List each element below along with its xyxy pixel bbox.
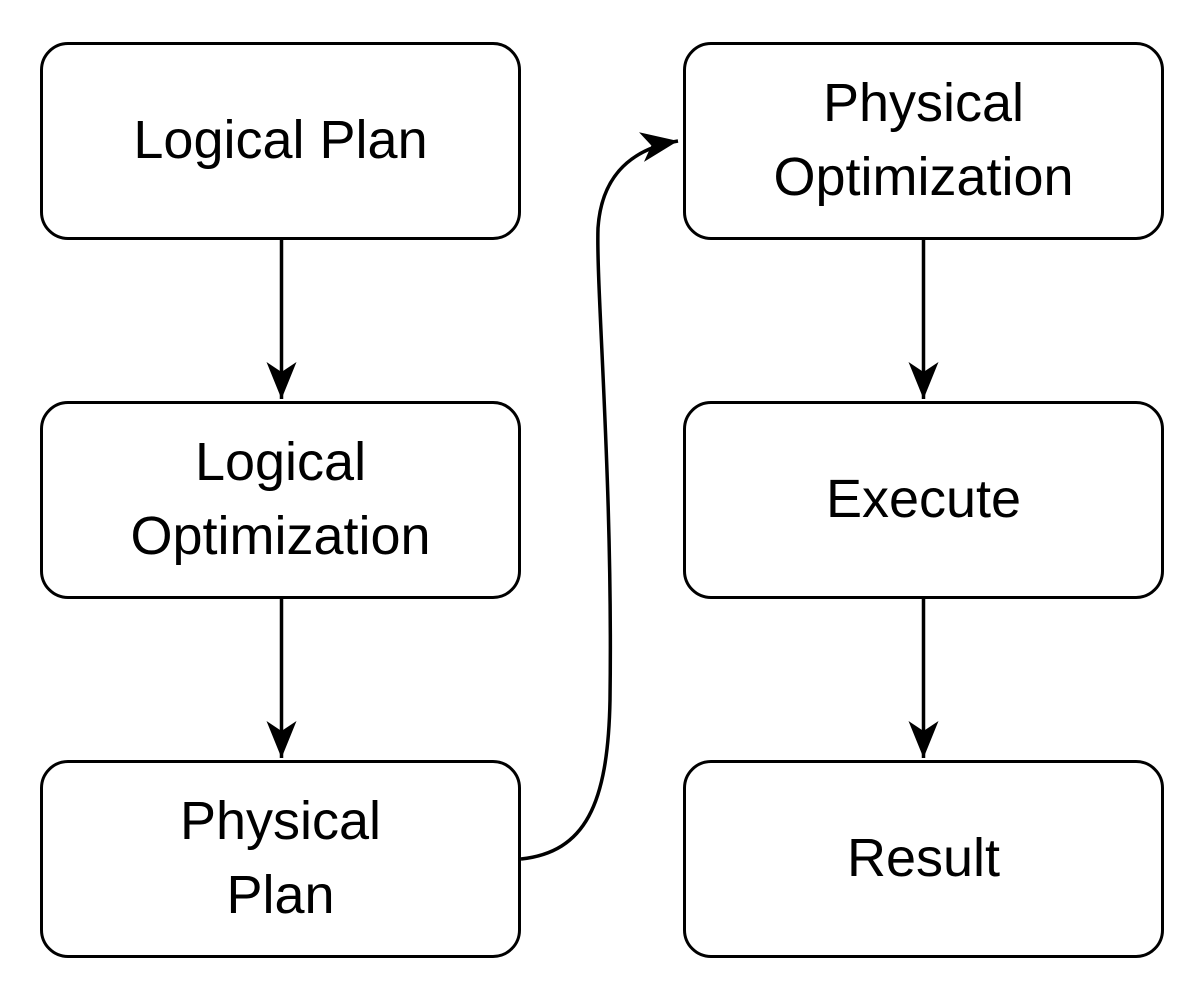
node-execute: Execute	[683, 401, 1164, 599]
node-result: Result	[683, 760, 1164, 958]
node-logical-optimization: Logical Optimization	[40, 401, 521, 599]
edge-physical-plan-to-physical-optimization	[520, 132, 679, 861]
node-label: Physical Optimization	[773, 73, 1074, 207]
node-label: Logical Plan	[133, 110, 428, 171]
node-label: Result	[846, 828, 1001, 889]
node-label: Physical Plan	[179, 791, 382, 925]
node-physical-optimization: Physical Optimization	[683, 42, 1164, 240]
node-physical-plan: Physical Plan	[40, 760, 521, 958]
node-logical-plan: Logical Plan	[40, 42, 521, 240]
node-label: Execute	[825, 469, 1022, 530]
node-label: Logical Optimization	[130, 432, 431, 566]
